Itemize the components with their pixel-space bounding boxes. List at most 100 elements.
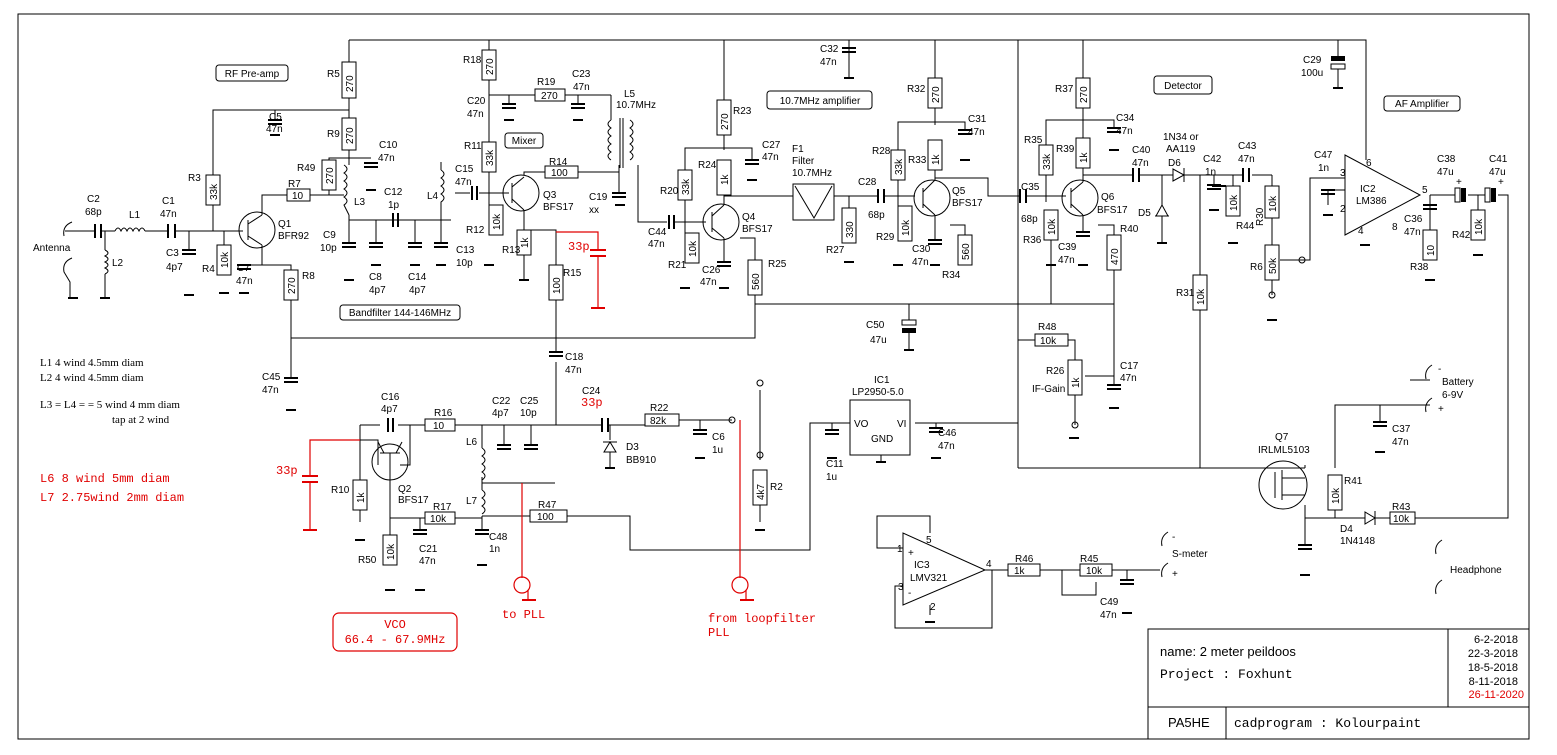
val-r19: 270 xyxy=(541,91,558,102)
ref-c3: C3 xyxy=(166,248,179,259)
note-l3-l4: L3 = L4 = = 5 wind 4 mm diam xyxy=(40,399,180,411)
frame-detector: Detector xyxy=(1164,81,1202,92)
ref-r21: R21 xyxy=(668,260,687,271)
val-c31: 47n xyxy=(968,127,985,138)
val-r7: 10 xyxy=(292,191,304,202)
smeter-minus: - xyxy=(1172,532,1175,543)
note-vco: VCO xyxy=(384,618,406,632)
val-r29: 10k xyxy=(901,219,912,236)
ref-ic1: IC1 xyxy=(874,375,890,386)
ref-c13: C13 xyxy=(456,245,475,256)
ref-c49: C37 xyxy=(1392,424,1411,435)
val-r14: 100 xyxy=(551,168,568,179)
ref-c32: C32 xyxy=(820,44,839,55)
ref-c36: C36 xyxy=(1404,214,1423,225)
ref-c6: C11 xyxy=(826,459,844,470)
ref-f1: F1 xyxy=(792,144,804,155)
val-r2: 4k7 xyxy=(756,483,767,500)
ref-r4: R4 xyxy=(202,264,215,275)
val-r42: 10k xyxy=(1474,218,1485,235)
val-c27: 47n xyxy=(762,152,779,163)
ref-c8: C8 xyxy=(369,272,382,283)
port-labels: Antenna Battery 6-9V Headphone S-meter I… xyxy=(33,243,1502,640)
val-q3: BFS17 xyxy=(543,202,574,213)
val-ic2: LM386 xyxy=(1356,196,1387,207)
ref-d5: D5 xyxy=(1138,208,1151,219)
val-r35: 33k xyxy=(1042,153,1053,170)
ref-r12: R12 xyxy=(466,225,485,236)
ic1-pin-vi: VI xyxy=(897,419,906,430)
ic2-pin-2: 2 xyxy=(1340,204,1346,215)
ref-r13: R13 xyxy=(502,245,521,256)
section-labels: RF Pre-amp Bandfilter 144-146MHz Mixer 1… xyxy=(215,64,1461,321)
ref-r42: R42 xyxy=(1452,230,1471,241)
val-c29: 100u xyxy=(1301,68,1323,79)
val-c49: 47n xyxy=(1392,437,1409,448)
val-c21: 1n xyxy=(489,544,500,555)
ic3-pin-4: 4 xyxy=(986,559,992,570)
ref-r41: R41 xyxy=(1344,476,1363,487)
ref-q6: Q6 xyxy=(1101,192,1115,203)
ic2-pin-5: 5 xyxy=(1422,185,1428,196)
val-c17: 47n xyxy=(419,556,436,567)
ic1-pin-vo: VO xyxy=(854,419,869,430)
ref-r3: R3 xyxy=(188,173,201,184)
ref-c46: C17 xyxy=(1120,361,1139,372)
ref-r34: R34 xyxy=(942,270,961,281)
val-r15: 100 xyxy=(552,277,563,294)
ref-r19: R19 xyxy=(537,77,556,88)
ref-c42: C42 xyxy=(1203,154,1222,165)
val-c19: xx xyxy=(589,205,599,216)
val-r32: 270 xyxy=(931,86,942,103)
ref-c40: C40 xyxy=(1132,145,1151,156)
ref-ic2: IC2 xyxy=(1360,184,1376,195)
val-ic3: LMV321 xyxy=(910,573,948,584)
ref-l6: L6 xyxy=(466,437,478,448)
val-c26: 47n xyxy=(700,277,717,288)
ref-r49: R49 xyxy=(297,163,316,174)
ref-l1: L1 xyxy=(129,210,141,221)
val-r36: 10k xyxy=(1047,218,1058,235)
val-d6-a: 1N34 or xyxy=(1163,132,1199,143)
ref-r29: R29 xyxy=(876,232,895,243)
ic3-pin-3: 3 xyxy=(898,582,904,593)
ref-c14: C14 xyxy=(408,272,427,283)
val-c6: 1u xyxy=(826,472,837,483)
ref-c35: C35 xyxy=(1021,182,1040,193)
ref-c10: C10 xyxy=(379,140,398,151)
frame-rf-preamp: RF Pre-amp xyxy=(225,69,280,80)
val-r10: 1k xyxy=(356,491,367,503)
val-c4: 1u xyxy=(712,445,723,456)
frame-amp107: 10.7MHz amplifier xyxy=(780,96,861,107)
note-l2: L2 4 wind 4.5mm diam xyxy=(40,372,144,384)
val-r46: 1k xyxy=(1014,566,1026,577)
note-33p-c24: 33p xyxy=(581,396,603,410)
val-r31: 10k xyxy=(1196,288,1207,305)
ref-r38: R38 xyxy=(1410,262,1429,273)
val-q4: BFS17 xyxy=(742,224,773,235)
ref-q4: Q4 xyxy=(742,212,756,223)
ic-bodies xyxy=(849,154,1422,606)
ref-c44: C44 xyxy=(648,227,667,238)
label-ifgain: IF-Gain xyxy=(1032,384,1065,395)
val-r24: 1k xyxy=(720,173,731,185)
label-to-pll: to PLL xyxy=(502,608,545,622)
ref-r44: R44 xyxy=(1236,221,1255,232)
ref-d4: D4 xyxy=(1340,524,1353,535)
label-smeter: S-meter xyxy=(1172,549,1208,560)
val-r34: 560 xyxy=(961,243,972,260)
val-q7: IRLML5103 xyxy=(1258,445,1310,456)
ref-r40: R40 xyxy=(1120,224,1139,235)
val-c46: 47n xyxy=(1120,373,1137,384)
ref-r18: R18 xyxy=(463,55,482,66)
val-q2: BFS17 xyxy=(398,495,429,506)
diodes xyxy=(603,168,1376,525)
val-d3: BB910 xyxy=(626,455,656,466)
ref-r9: R9 xyxy=(327,129,340,140)
ref-r15: R15 xyxy=(563,268,582,279)
label-antenna: Antenna xyxy=(33,243,71,254)
val-c2: 68p xyxy=(85,207,102,218)
ref-c26: C26 xyxy=(702,265,721,276)
ref-r20: R20 xyxy=(660,186,679,197)
